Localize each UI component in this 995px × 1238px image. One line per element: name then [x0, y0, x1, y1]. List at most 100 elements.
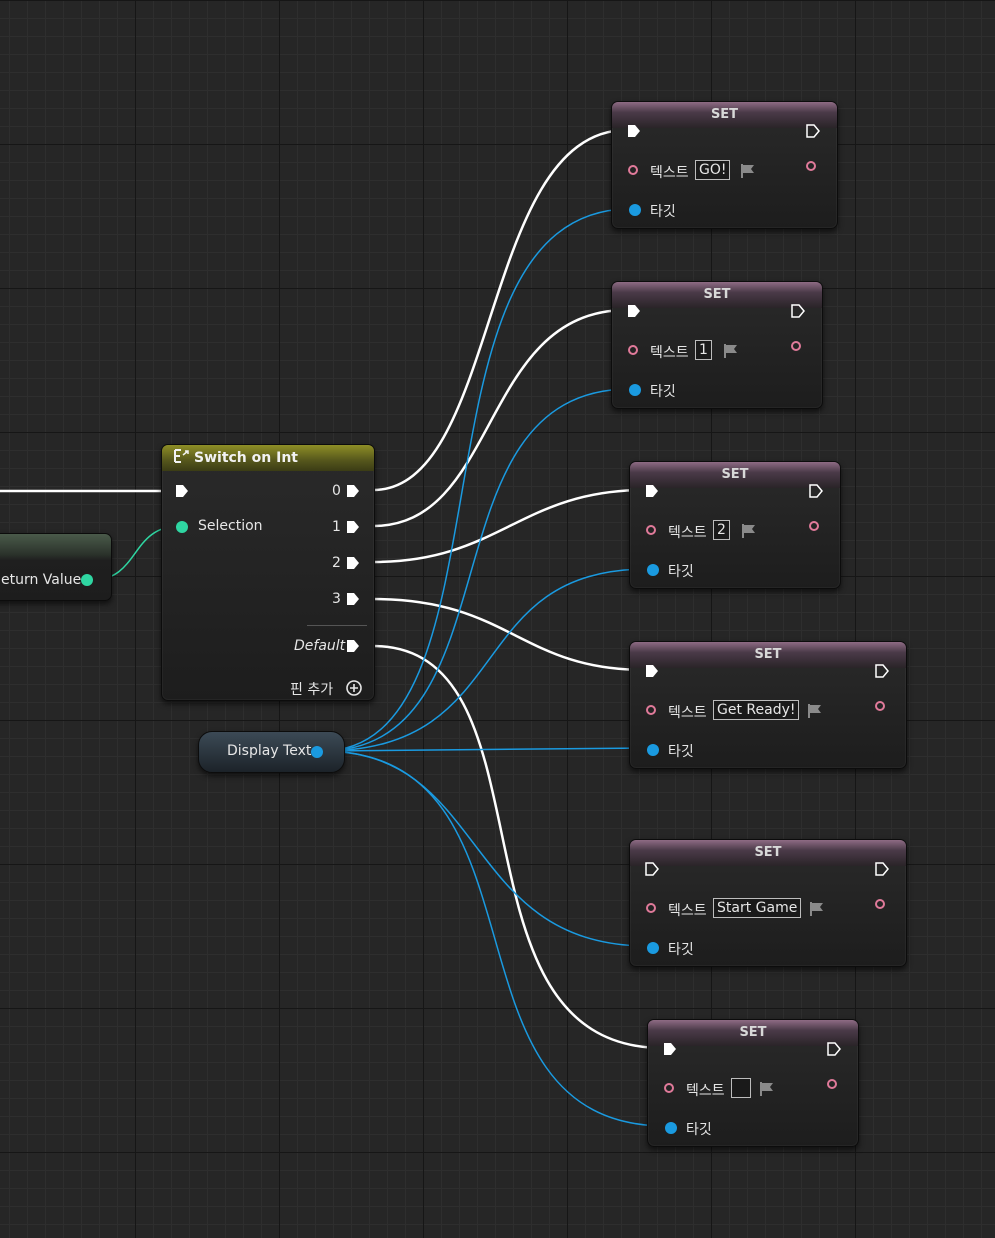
text-output-pin-icon[interactable]	[875, 899, 885, 909]
output-0-label: 0	[332, 483, 341, 499]
set-node-header: SET	[630, 840, 906, 866]
exec-output-pin-icon[interactable]	[875, 862, 889, 876]
set-node-header: SET	[630, 642, 906, 668]
localize-flag-icon[interactable]	[723, 343, 739, 359]
text-value-input[interactable]: 1	[695, 340, 712, 360]
localize-flag-icon[interactable]	[809, 901, 825, 917]
set-node-header: SET	[612, 102, 837, 128]
text-input-pin-icon[interactable]	[628, 165, 638, 175]
switch-on-int-node[interactable]: Switch on Int Selection 0 1 2 3 Default …	[161, 444, 375, 701]
exec-output-pin-icon[interactable]	[875, 664, 889, 678]
text-value-input[interactable]: 2	[713, 520, 730, 540]
set-node-header: SET	[648, 1020, 858, 1046]
text-input-pin-icon[interactable]	[646, 705, 656, 715]
object-wire	[321, 747, 649, 752]
set-node-header: SET	[612, 282, 822, 308]
target-pin-icon[interactable]	[629, 204, 641, 216]
text-label: 텍스트	[668, 705, 707, 721]
target-pin-icon[interactable]	[647, 942, 659, 954]
add-pin-button[interactable]: 핀 추가	[290, 678, 365, 698]
exec-input-pin-icon[interactable]	[645, 484, 659, 498]
switch-node-header: Switch on Int	[162, 445, 374, 471]
text-output-pin-icon[interactable]	[791, 341, 801, 351]
localize-flag-icon[interactable]	[740, 163, 756, 179]
exec-input-pin-icon[interactable]	[645, 664, 659, 678]
switch-node-title: Switch on Int	[194, 450, 298, 466]
selection-label: Selection	[198, 518, 263, 534]
target-label: 타깃	[650, 384, 676, 400]
set-node-header: SET	[630, 462, 840, 488]
default-label: Default	[294, 638, 346, 654]
localize-flag-icon[interactable]	[759, 1081, 775, 1097]
text-label: 텍스트	[668, 525, 707, 541]
exec-wire	[372, 644, 664, 1050]
display-text-variable-node[interactable]: Display Text	[198, 731, 345, 773]
target-pin-icon[interactable]	[647, 744, 659, 756]
return-value-node[interactable]: eturn Value	[0, 533, 112, 601]
exec-wire	[372, 597, 646, 672]
target-label: 타깃	[686, 1122, 712, 1138]
target-label: 타깃	[668, 942, 694, 958]
exec-default-pin-icon[interactable]	[346, 639, 360, 653]
set-node-2[interactable]: SET 텍스트 1 타깃	[611, 281, 823, 409]
text-input-pin-icon[interactable]	[664, 1083, 674, 1093]
add-pin-icon	[346, 680, 362, 696]
exec-input-pin-icon[interactable]	[663, 1042, 677, 1056]
exec-wire	[372, 128, 628, 492]
switch-icon	[174, 449, 189, 463]
target-label: 타깃	[668, 564, 694, 580]
set-node-6[interactable]: SET 텍스트 타깃	[647, 1019, 859, 1147]
text-output-pin-icon[interactable]	[806, 161, 816, 171]
text-label: 텍스트	[650, 345, 689, 361]
default-separator	[307, 625, 367, 626]
object-output-pin-icon[interactable]	[311, 746, 323, 758]
exec-input-pin-icon[interactable]	[175, 484, 189, 498]
exec-output-1-pin-icon[interactable]	[346, 520, 360, 534]
variable-label: Display Text	[227, 743, 312, 759]
target-label: 타깃	[650, 204, 676, 220]
int-output-pin-icon[interactable]	[81, 574, 93, 586]
text-label: 텍스트	[686, 1083, 725, 1099]
target-pin-icon[interactable]	[629, 384, 641, 396]
exec-output-3-pin-icon[interactable]	[346, 592, 360, 606]
output-1-label: 1	[332, 519, 341, 535]
text-input-pin-icon[interactable]	[646, 903, 656, 913]
exec-input-pin-icon[interactable]	[627, 304, 641, 318]
output-2-label: 2	[332, 555, 341, 571]
exec-output-2-pin-icon[interactable]	[346, 556, 360, 570]
object-wire	[321, 750, 649, 947]
text-value-input[interactable]: Start Game	[713, 898, 802, 918]
exec-input-pin-icon[interactable]	[627, 124, 641, 138]
text-value-input[interactable]	[731, 1078, 751, 1098]
target-label: 타깃	[668, 744, 694, 760]
text-output-pin-icon[interactable]	[827, 1079, 837, 1089]
set-node-4[interactable]: SET 텍스트 Get Ready! 타깃	[629, 641, 907, 769]
exec-output-pin-icon[interactable]	[809, 484, 823, 498]
text-input-pin-icon[interactable]	[628, 345, 638, 355]
text-value-input[interactable]: GO!	[695, 160, 731, 180]
exec-wire	[372, 308, 628, 528]
exec-output-pin-icon[interactable]	[806, 124, 820, 138]
exec-output-pin-icon[interactable]	[827, 1042, 841, 1056]
object-wire	[321, 750, 667, 1127]
exec-wire	[372, 488, 646, 564]
target-pin-icon[interactable]	[647, 564, 659, 576]
localize-flag-icon[interactable]	[807, 703, 823, 719]
localize-flag-icon[interactable]	[741, 523, 757, 539]
set-node-5[interactable]: SET 텍스트 Start Game 타깃	[629, 839, 907, 967]
text-input-pin-icon[interactable]	[646, 525, 656, 535]
text-label: 텍스트	[650, 165, 689, 181]
text-output-pin-icon[interactable]	[875, 701, 885, 711]
return-value-label: eturn Value	[1, 572, 82, 588]
text-output-pin-icon[interactable]	[809, 521, 819, 531]
exec-input-pin-icon[interactable]	[645, 862, 659, 876]
add-pin-label: 핀 추가	[290, 682, 334, 698]
set-node-3[interactable]: SET 텍스트 2 타깃	[629, 461, 841, 589]
text-value-input[interactable]: Get Ready!	[713, 700, 800, 720]
output-3-label: 3	[332, 591, 341, 607]
exec-output-0-pin-icon[interactable]	[346, 484, 360, 498]
exec-output-pin-icon[interactable]	[791, 304, 805, 318]
selection-pin-icon[interactable]	[176, 521, 188, 533]
set-node-1[interactable]: SET 텍스트 GO! 타깃	[611, 101, 838, 229]
target-pin-icon[interactable]	[665, 1122, 677, 1134]
